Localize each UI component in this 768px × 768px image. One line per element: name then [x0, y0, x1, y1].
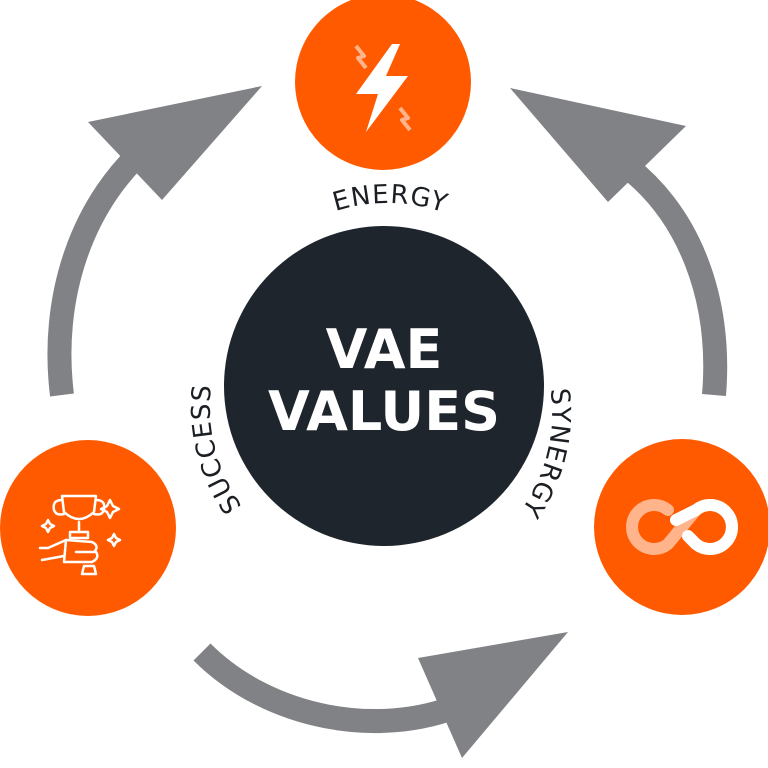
- synergy-node: [594, 439, 768, 615]
- energy-label-text: ENERGY: [329, 180, 450, 220]
- trophy-hand-icon: [38, 494, 122, 576]
- cycle-arrow-right: [510, 88, 728, 397]
- center-circle: VAE VALUES: [224, 226, 544, 546]
- center-title-line2: VALUES: [268, 380, 500, 443]
- cycle-arrow-left: [47, 86, 262, 397]
- success-node: [0, 440, 176, 616]
- energy-node: [295, 0, 471, 170]
- energy-label: ENERGY: [329, 180, 451, 220]
- infinity-link-icon: [626, 499, 738, 555]
- cycle-arrow-bottom: [193, 632, 568, 758]
- center-title-line1: VAE: [326, 318, 443, 381]
- lightning-icon: [354, 44, 412, 132]
